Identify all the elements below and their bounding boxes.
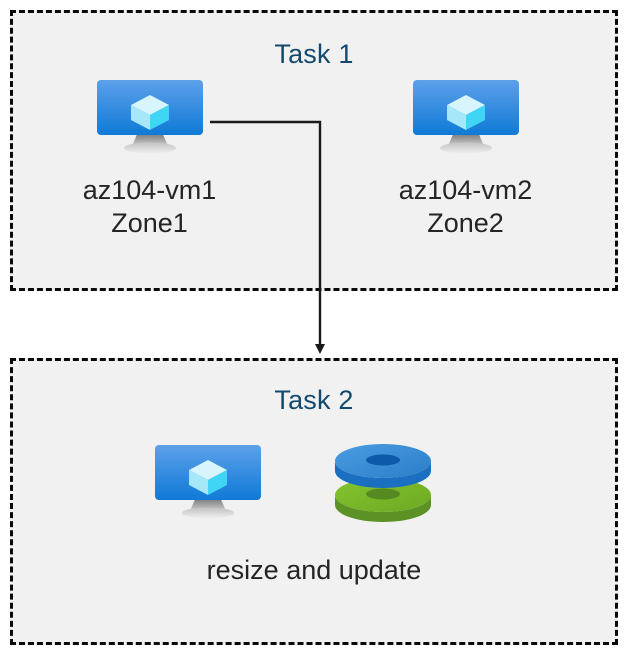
- task2-caption-wrap: resize and update: [10, 554, 618, 587]
- task2-title: Task 2: [274, 385, 354, 415]
- task1-title: Task 1: [274, 39, 354, 69]
- node-az104-vm1[interactable]: az104-vm1 Zone1: [62, 78, 237, 240]
- task-group-task2: Task 2: [10, 358, 618, 645]
- azure-virtual-machine-icon: [410, 78, 522, 158]
- node-caption-az104-vm1: az104-vm1 Zone1: [82, 175, 217, 238]
- node-vm-resize[interactable]: [152, 443, 264, 523]
- azure-virtual-machine-icon: [152, 443, 264, 523]
- node-az104-vm2[interactable]: az104-vm2 Zone2: [378, 78, 553, 240]
- node-caption-az104-vm2: az104-vm2 Zone2: [398, 175, 533, 238]
- azure-virtual-machine-icon: [94, 78, 206, 158]
- node-disks[interactable]: [330, 443, 436, 525]
- task2-caption: resize and update: [206, 555, 422, 585]
- azure-disks-icon: [330, 443, 436, 525]
